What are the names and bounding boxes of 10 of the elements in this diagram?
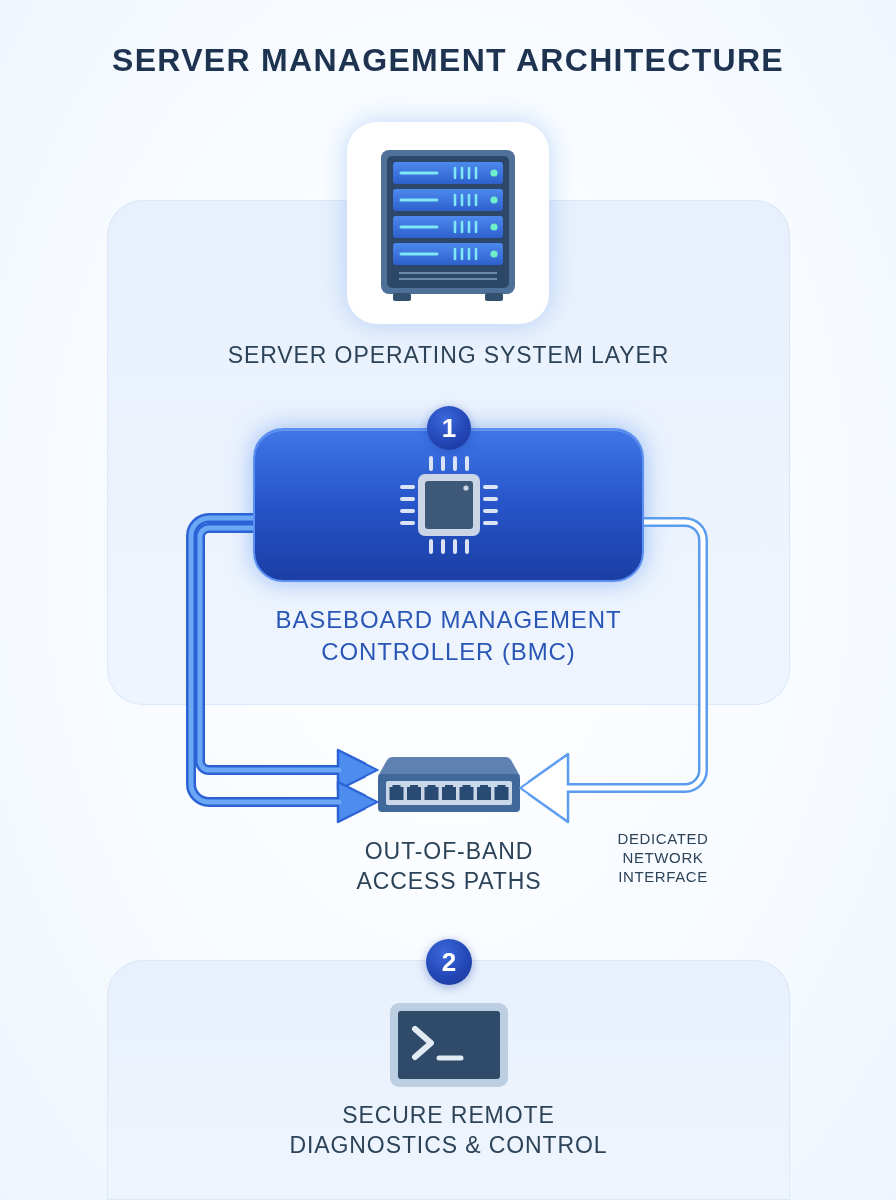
layer-panel (107, 200, 790, 705)
layer-label: SECURE REMOTE DIAGNOSTICS & CONTROL (288, 1101, 609, 1160)
layer-label: SERVER OPERATING SYSTEM LAYER (227, 341, 670, 370)
node-label: BASEBOARD MANAGEMENT CONTROLLER (BMC) (274, 605, 623, 667)
node-caption: OUT-OF-BAND ACCESS PATHS (355, 837, 543, 896)
block-arrow (518, 517, 708, 824)
block-arrow (186, 513, 380, 824)
network-switch-icon (378, 756, 520, 812)
diagram-title: SERVER MANAGEMENT ARCHITECTURE (112, 41, 784, 80)
step-number: 2 (426, 939, 472, 985)
